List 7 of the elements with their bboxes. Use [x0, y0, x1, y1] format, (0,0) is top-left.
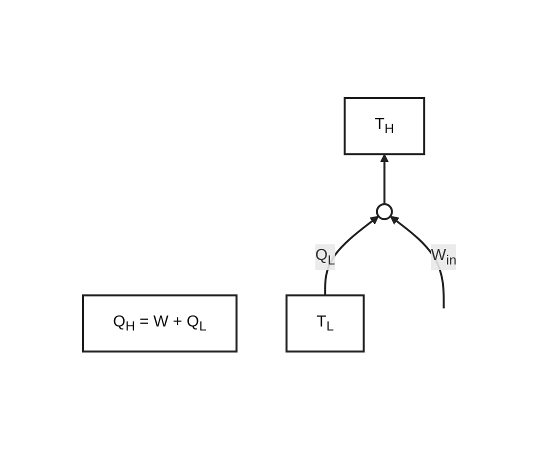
node-circle [376, 203, 394, 220]
node-box: T$_{H}$ [344, 97, 426, 156]
arrow [380, 154, 389, 204]
node-box: T$_{L}$ [286, 294, 365, 353]
node-box: Q$_{H}$ = W + Q$_{L}$ [82, 294, 238, 353]
edge-label: Q$_{L}$ [315, 247, 336, 268]
edge-label: W$_{in}$ [431, 247, 457, 268]
